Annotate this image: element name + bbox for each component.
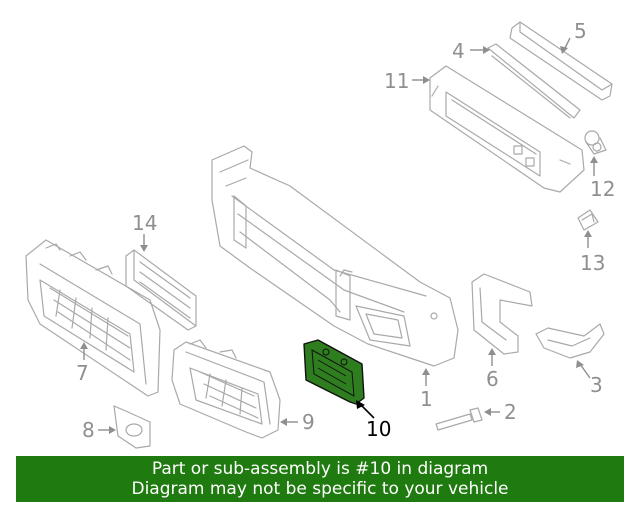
part-4-strip [487,43,581,119]
part-8-bezel [113,405,151,449]
callout-9: 9 [302,410,315,434]
part-2-push-pin [435,407,483,431]
part-9-lower-grille [171,339,281,439]
banner-line-2: Diagram may not be specific to your vehi… [131,479,509,499]
callout-3: 3 [590,373,603,397]
banner-line-1: Part or sub-assembly is #10 in diagram [151,459,489,479]
callout-8: 8 [82,418,95,442]
part-12-bolt [584,130,607,155]
leader-arrowheads [80,46,598,434]
callout-10: 10 [366,417,391,441]
callouts: 5 4 11 12 13 14 7 1 6 3 2 9 8 10 [76,19,615,442]
callout-7: 7 [76,361,89,385]
part-10-license-plate-bracket [303,339,365,405]
callout-13: 13 [580,251,605,275]
callout-1: 1 [420,387,433,411]
callout-12: 12 [590,177,615,201]
callout-6: 6 [486,367,499,391]
part-3-corner-trim [535,323,605,359]
info-banner: Part or sub-assembly is #10 in diagram D… [16,456,624,502]
parts-diagram: 5 4 11 12 13 14 7 1 6 3 2 9 8 10 [25,19,615,449]
callout-5: 5 [574,19,587,43]
part-7-grille [25,239,161,397]
part-14-bracket [125,249,197,331]
part-13-clip [577,209,599,231]
callout-11: 11 [384,69,409,93]
callout-2: 2 [504,400,517,424]
part-1-bumper-cover [211,145,459,367]
callout-4: 4 [452,39,465,63]
part-11-carrier [429,65,585,193]
part-5-absorber [509,21,613,101]
callout-14: 14 [132,211,157,235]
part-6-side-bracket [471,273,533,355]
